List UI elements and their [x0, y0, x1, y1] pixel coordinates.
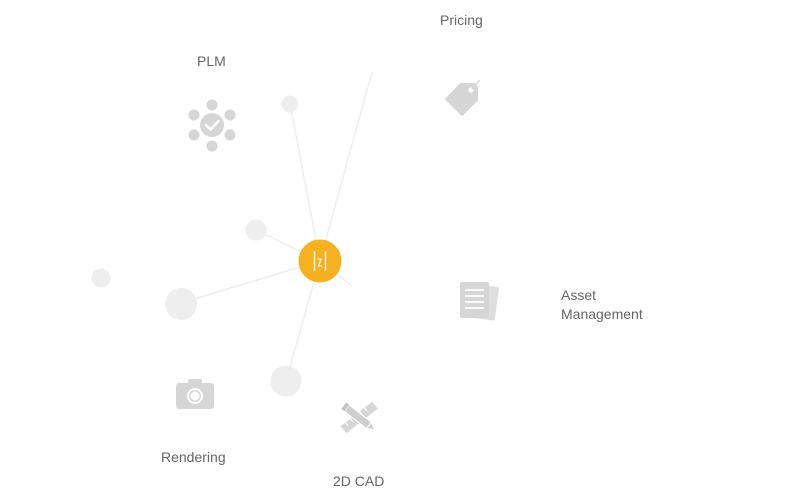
2d-cad-label: 2D CAD: [333, 473, 385, 489]
decorative-dot: [281, 95, 299, 113]
asset-management-label-line1: Asset: [561, 287, 597, 303]
brand-logo-icon[interactable]: [298, 239, 342, 283]
connector-line: [289, 103, 321, 262]
camera-icon[interactable]: [175, 378, 215, 410]
plm-network-icon[interactable]: [186, 99, 238, 153]
price-tag-icon[interactable]: [441, 77, 483, 119]
pricing-label: Pricing: [440, 12, 483, 28]
decorative-dot: [245, 219, 267, 241]
documents-icon[interactable]: [457, 279, 503, 325]
decorative-dot: [270, 365, 302, 397]
connector-line: [319, 71, 373, 262]
asset-management-label-line2: Management: [561, 306, 643, 322]
decorative-dot: [165, 288, 197, 320]
rendering-label: Rendering: [161, 449, 226, 465]
decorative-dot: [91, 268, 111, 288]
pencil-ruler-icon[interactable]: [338, 398, 380, 436]
connector-line: [180, 260, 321, 304]
plm-label: PLM: [197, 53, 226, 69]
